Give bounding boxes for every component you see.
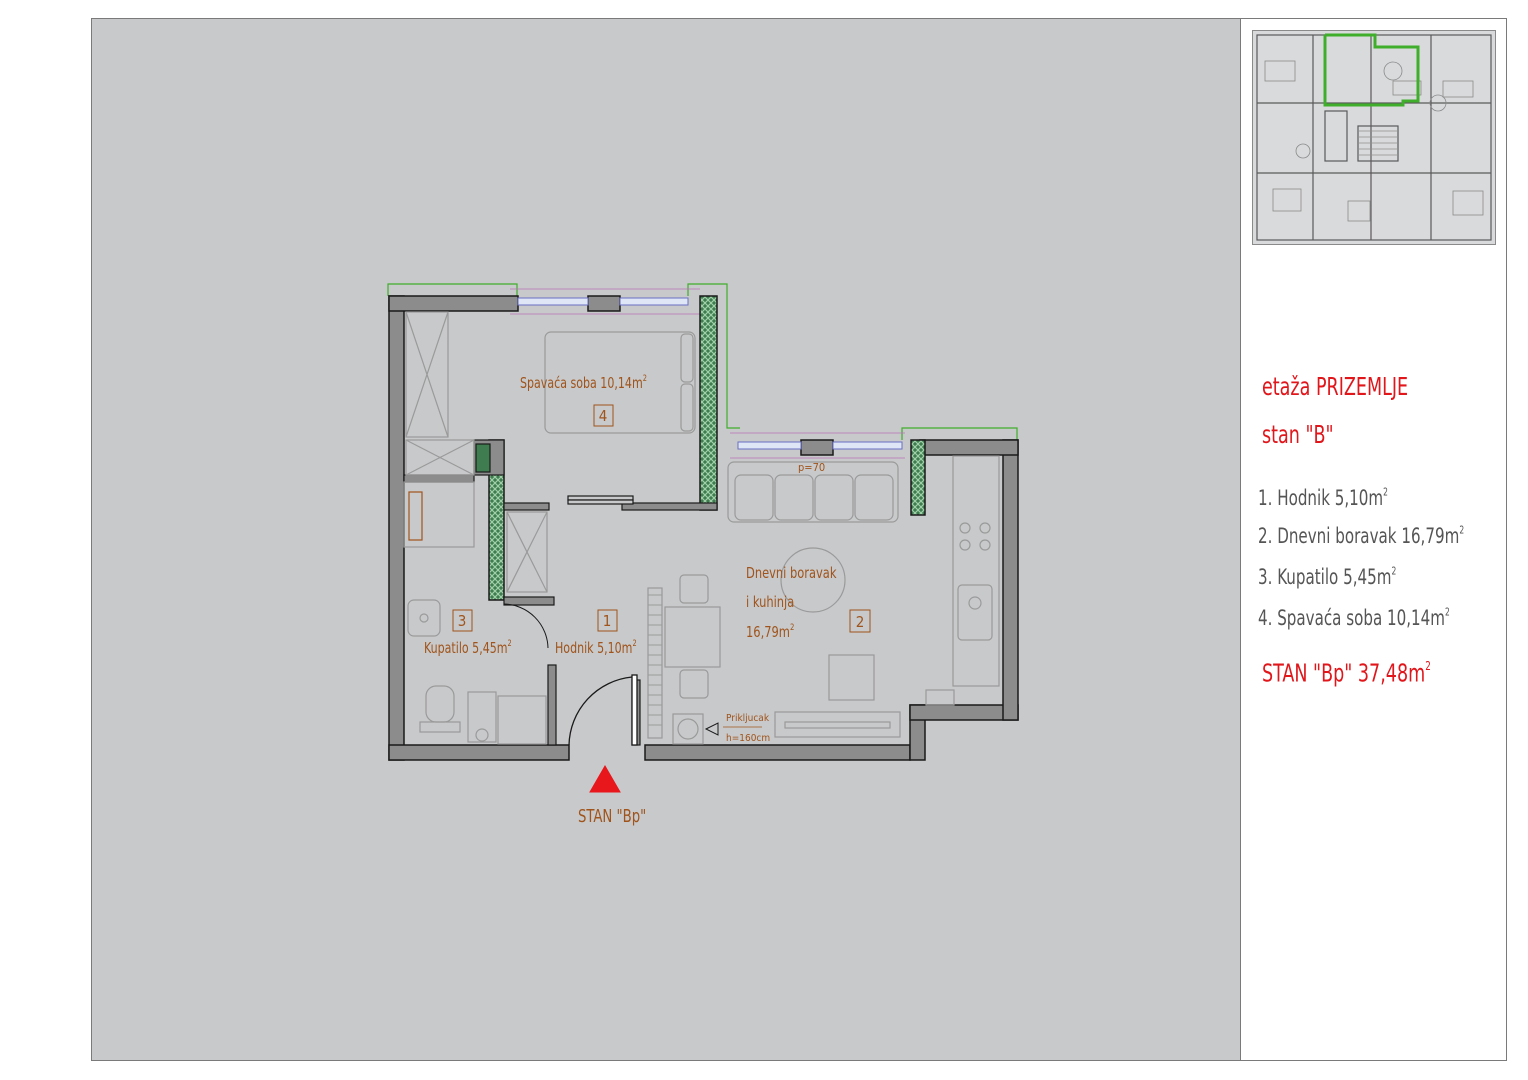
highlighted-unit-outline [1323, 33, 1420, 107]
bedroom-number: 4 [599, 407, 608, 425]
entrance-label: STAN "Bp" [578, 806, 646, 827]
hall-label: Hodnik 5,10m2 [555, 637, 637, 657]
floor-plan-area [92, 19, 1241, 1060]
room-line-2: 2. Dnevni boravak 16,79m2 [1258, 524, 1465, 548]
bathroom-fixtures [403, 443, 548, 745]
hatched-walls [488, 295, 926, 601]
hall-number-box [597, 609, 618, 632]
window-note: p=70 [798, 461, 825, 474]
bedroom-number-box [593, 404, 614, 427]
bath-label: Kupatilo 5,45m2 [424, 637, 512, 657]
windows [510, 288, 905, 459]
exterior-walls [388, 295, 1019, 761]
living-number-box [849, 609, 871, 633]
room-line-3: 3. Kupatilo 5,45m2 [1258, 565, 1397, 589]
sliding-door [567, 495, 634, 505]
living-furniture [647, 455, 1000, 745]
key-plan-drawing [1253, 31, 1495, 244]
connection-height: h=160cm [726, 733, 770, 744]
bath-number: 3 [458, 612, 467, 630]
bedroom-label: Spavaća soba 10,14m2 [520, 372, 647, 392]
entrance-triangle-icon [589, 764, 621, 793]
hall-number: 1 [603, 612, 612, 630]
connection-label: Prikljucak [726, 713, 770, 724]
room-line-4: 4. Spavaća soba 10,14m2 [1258, 606, 1450, 630]
unit-title: stan "B" [1262, 420, 1334, 449]
entrance-door [503, 603, 638, 746]
floor-title: etaža PRIZEMLJE [1262, 372, 1409, 401]
living-number: 2 [856, 613, 865, 631]
facade-outline [387, 283, 1018, 440]
unit-total-area: STAN "Bp" 37,48m2 [1262, 658, 1431, 688]
living-label-line1: Dnevni boravak [746, 565, 837, 582]
interior-walls [403, 439, 718, 746]
living-label-line3: 16,79m2 [746, 621, 795, 641]
connection-arrow [704, 722, 719, 736]
living-label-line2: i kuhinja [746, 594, 794, 611]
bath-number-box [452, 609, 473, 632]
building-key-plan [1252, 30, 1496, 245]
room-line-1: 1. Hodnik 5,10m2 [1258, 486, 1388, 510]
radiator-ticks [648, 594, 662, 726]
bedroom-furniture [405, 311, 696, 476]
